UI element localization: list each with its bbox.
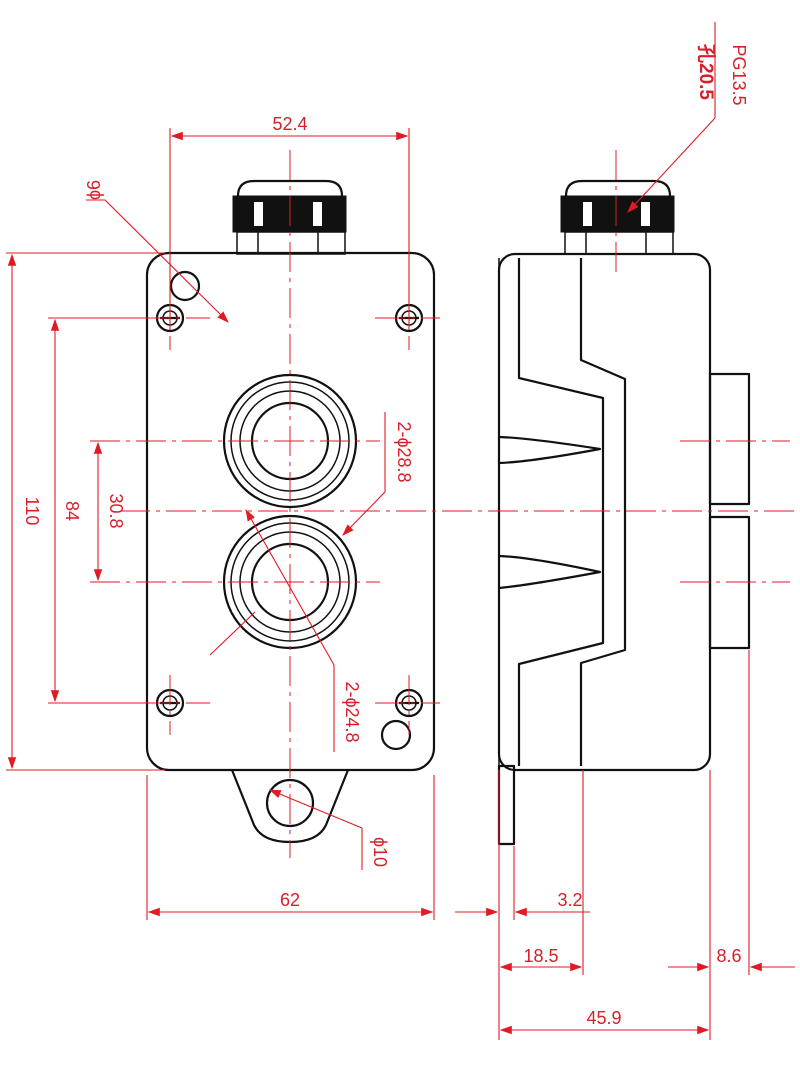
center-lines — [90, 150, 800, 858]
dim-button-pitch: 30.8 — [106, 493, 126, 528]
dim-height-screws: 84 — [62, 501, 82, 521]
dim-side-step: 18.5 — [523, 946, 558, 966]
dim-button-outer: 2-ϕ28.8 — [394, 421, 414, 482]
dim-button-protrusion: 8.6 — [716, 946, 741, 966]
dim-button-inner: 2-ϕ24.8 — [342, 681, 362, 742]
side-view — [497, 179, 751, 846]
dim-gland-thread: PG13.5 — [729, 44, 749, 105]
hanger-tab-side — [497, 764, 516, 846]
lid-profile-outer — [517, 258, 605, 766]
lid-profile-inner — [579, 258, 627, 766]
dim-width-bottom: 62 — [280, 890, 300, 910]
dim-tab-thickness: 3.2 — [557, 890, 582, 910]
enclosure-body-side — [497, 252, 712, 772]
mounting-hole-bottom-right — [380, 719, 412, 751]
button-profile-top — [498, 435, 602, 465]
mounting-hole-top-left — [169, 270, 201, 302]
dim-hole-small: ϕ6 — [84, 180, 104, 200]
dim-hanger-hole: ϕ10 — [370, 837, 390, 867]
dim-height-total: 110 — [22, 497, 42, 526]
dim-gland-hole: 孔20.5 — [695, 44, 717, 100]
dimensions: 52.4 ϕ6 PG13.5 孔20.5 110 84 30.8 2-ϕ28.8… — [6, 22, 795, 1040]
button-profile-bottom — [498, 554, 602, 590]
cable-gland-side — [560, 179, 675, 255]
dim-depth-total: 45.9 — [586, 1008, 621, 1028]
dim-width-top: 52.4 — [272, 114, 307, 134]
button-cap-top — [708, 372, 751, 506]
